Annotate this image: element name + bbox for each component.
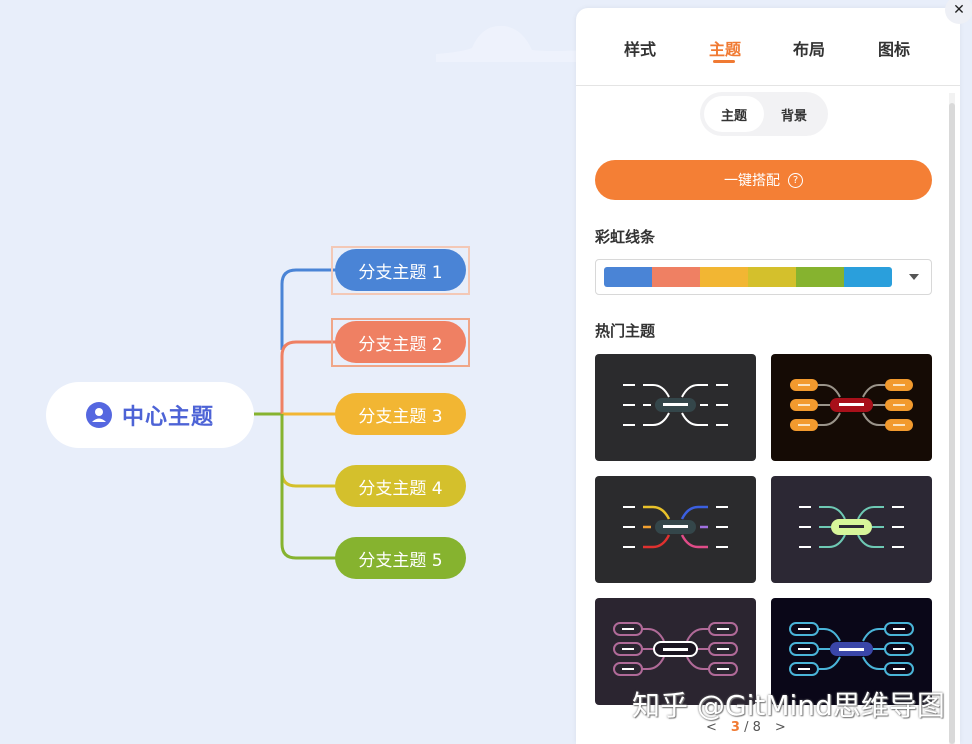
close-icon: ✕: [953, 2, 965, 18]
pager-prev-button[interactable]: <: [706, 720, 717, 735]
theme-preview-dark-rainbow: [623, 505, 728, 549]
pager-separator: /: [744, 720, 749, 735]
theme-background-toggle: 主题 背景: [700, 92, 828, 136]
cloud-decoration: [436, 25, 582, 62]
rainbow-swatch: [652, 267, 700, 287]
branch-topic-4[interactable]: 分支主题 4: [335, 465, 466, 507]
theme-card-2[interactable]: [771, 354, 932, 461]
rainbow-section-title: 彩虹线条: [595, 228, 656, 246]
branch-topic-3[interactable]: 分支主题 3: [335, 393, 466, 435]
rainbow-swatch: [844, 267, 892, 287]
branch-topic-label: 分支主题 5: [358, 550, 443, 571]
mindmap-canvas[interactable]: 中心主题 分支主题 1 分支主题 2 分支主题 3 分支主题 4 分支主题 5: [0, 0, 582, 744]
pager-total-pages: 8: [752, 720, 761, 735]
close-panel-button[interactable]: ✕: [945, 0, 972, 24]
panel-scrollbar-thumb[interactable]: [949, 103, 955, 744]
branch-topic-5[interactable]: 分支主题 5: [335, 537, 466, 579]
theme-card-4[interactable]: [771, 476, 932, 583]
branch-connectors: [254, 268, 336, 560]
one-click-label: 一键搭配: [724, 173, 780, 189]
theme-preview-pink-outline: [613, 622, 738, 676]
branch-topic-2[interactable]: 分支主题 2: [335, 321, 466, 363]
theme-card-6[interactable]: [771, 598, 932, 705]
theme-card-3[interactable]: [595, 476, 756, 583]
tab-icon[interactable]: 图标: [878, 40, 911, 59]
rainbow-swatch: [700, 267, 748, 287]
theme-pager: < 3 / 8 >: [706, 720, 786, 735]
rainbow-color-preview: [604, 267, 892, 287]
dropdown-caret-icon: [909, 274, 919, 280]
rainbow-line-select[interactable]: [595, 259, 932, 295]
theme-card-1[interactable]: [595, 354, 756, 461]
rainbow-swatch: [748, 267, 796, 287]
center-topic-label: 中心主题: [121, 405, 214, 430]
theme-preview-dark-gray: [623, 384, 728, 426]
watermark: 知乎 @GitMind思维导图: [632, 689, 945, 722]
theme-preview-cyan-outline: [789, 622, 914, 676]
center-topic-node[interactable]: 中心主题: [46, 382, 254, 448]
branch-topic-1[interactable]: 分支主题 1: [335, 249, 466, 291]
rainbow-swatch: [796, 267, 844, 287]
tab-style[interactable]: 样式: [624, 40, 657, 59]
theme-preview-mint: [799, 506, 904, 548]
theme-card-5[interactable]: [595, 598, 756, 705]
branch-topic-label: 分支主题 2: [358, 334, 443, 355]
rainbow-swatch: [604, 267, 652, 287]
help-circle-icon[interactable]: ?: [788, 172, 803, 188]
segment-background[interactable]: 背景: [780, 108, 807, 124]
theme-panel: 样式 主题 布局 图标 主题 背景 一键搭配 ? 彩虹线条 热门主题: [576, 8, 960, 744]
tab-layout[interactable]: 布局: [793, 40, 826, 59]
pager-next-button[interactable]: >: [774, 720, 786, 735]
hot-themes-title: 热门主题: [595, 322, 656, 340]
selection-box-branch-1: [331, 246, 470, 295]
user-circle-icon: [85, 402, 112, 428]
one-click-match-button[interactable]: 一键搭配 ?: [595, 160, 932, 200]
pager-current-page: 3: [730, 720, 740, 735]
panel-tabs: 样式 主题 布局 图标: [576, 8, 960, 86]
branch-topic-label: 分支主题 3: [358, 406, 443, 427]
branch-topic-label: 分支主题 4: [358, 478, 443, 499]
active-tab-indicator: [713, 60, 735, 63]
theme-preview-orange-red: [790, 379, 913, 431]
tab-theme[interactable]: 主题: [709, 40, 742, 59]
segment-theme[interactable]: 主题: [704, 96, 764, 132]
branch-topic-label: 分支主题 1: [358, 262, 443, 283]
selection-box-branch-2: [331, 318, 470, 367]
